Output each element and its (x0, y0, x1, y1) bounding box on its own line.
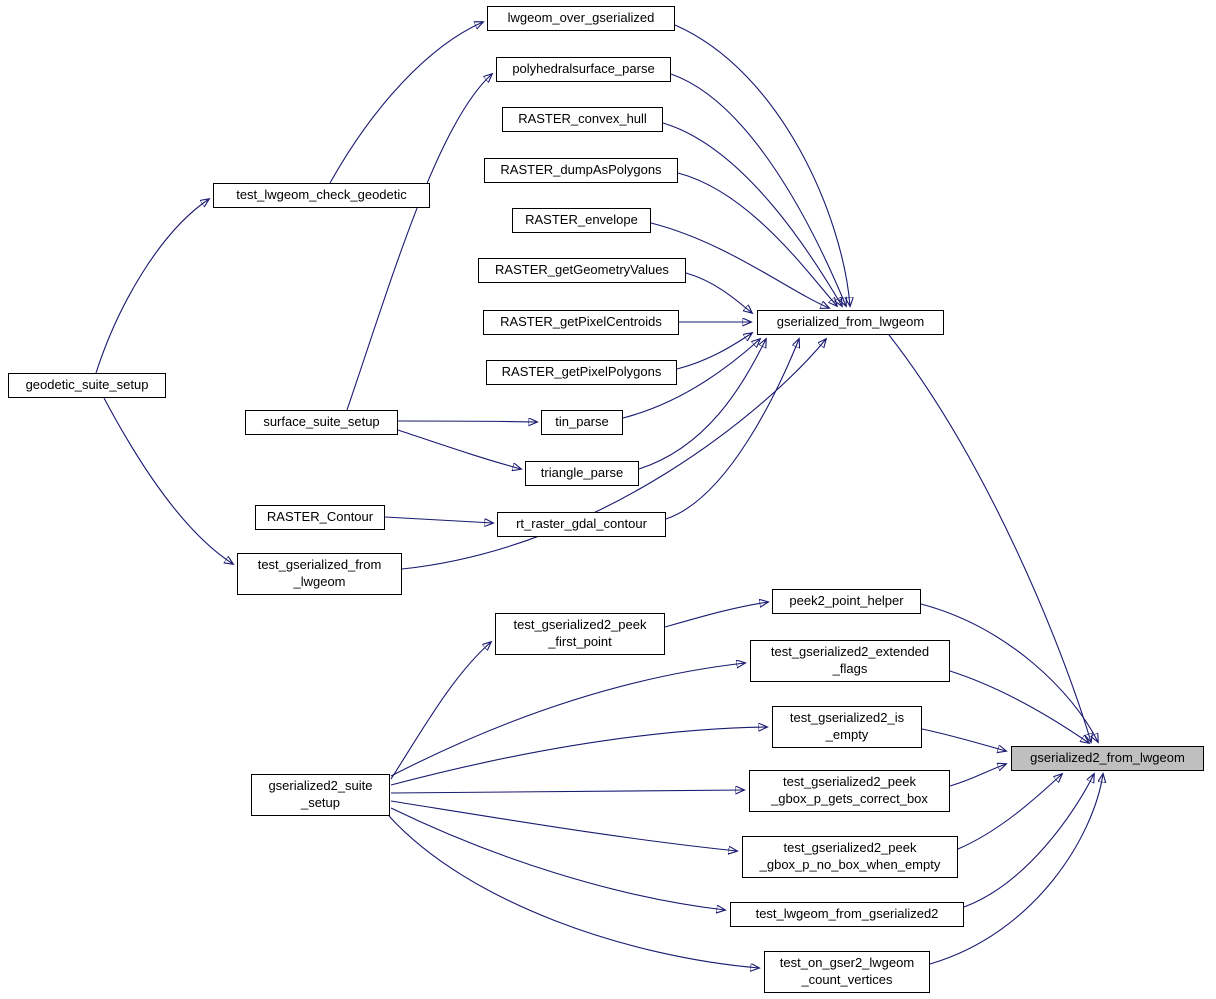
edge-test_gserialized2_peek_gbox_p_gets_correct_box-to-gserialized2_from_lwgeom (949, 764, 1006, 787)
edge-surface_suite_setup-to-tin_parse (397, 421, 537, 422)
node-test_lwgeom_from_gserialized2[interactable]: test_lwgeom_from_gserialized2 (730, 902, 964, 927)
edge-gserialized2_suite_setup-to-test_on_gser2_lwgeom_count_vertices (388, 815, 759, 968)
node-test_gserialized2_is_empty[interactable]: test_gserialized2_is _empty (772, 706, 922, 748)
node-test_gserialized2_extended_flags[interactable]: test_gserialized2_extended _flags (750, 640, 950, 682)
edge-test_gserialized2_peek_first_point-to-peek2_point_helper (664, 602, 768, 628)
edge-geodetic_suite_setup-to-test_gserialized_from_lwgeom (103, 397, 233, 564)
edge-geodetic_suite_setup-to-test_lwgeom_check_geodetic (95, 199, 209, 374)
edge-RASTER_Contour-to-rt_raster_gdal_contour (384, 516, 493, 523)
node-RASTER_envelope[interactable]: RASTER_envelope (512, 208, 651, 233)
edge-polyhedralsurface_parse-to-gserialized_from_lwgeom (670, 73, 846, 306)
edge-gserialized2_suite_setup-to-test_gserialized2_extended_flags (390, 663, 745, 777)
edge-lwgeom_over_gserialized-to-gserialized_from_lwgeom (674, 24, 850, 306)
node-test_gserialized_from_lwgeom[interactable]: test_gserialized_from _lwgeom (237, 553, 402, 595)
node-geodetic_suite_setup[interactable]: geodetic_suite_setup (8, 373, 166, 398)
edge-RASTER_getPixelPolygons-to-gserialized_from_lwgeom (676, 333, 752, 370)
edge-RASTER_getGeometryValues-to-gserialized_from_lwgeom (685, 272, 752, 313)
edge-RASTER_convex_hull-to-gserialized_from_lwgeom (662, 122, 842, 306)
node-lwgeom_over_gserialized[interactable]: lwgeom_over_gserialized (487, 6, 675, 31)
edge-gserialized2_suite_setup-to-test_gserialized2_peek_gbox_p_no_box_when_empty (390, 800, 737, 851)
node-peek2_point_helper[interactable]: peek2_point_helper (772, 589, 921, 614)
edge-test_gserialized2_extended_flags-to-gserialized2_from_lwgeom (949, 670, 1089, 743)
node-polyhedralsurface_parse[interactable]: polyhedralsurface_parse (496, 57, 671, 82)
edge-surface_suite_setup-to-polyhedralsurface_parse (346, 74, 492, 411)
edge-test_lwgeom_check_geodetic-to-lwgeom_over_gserialized (329, 22, 483, 184)
edge-test_gserialized2_peek_gbox_p_no_box_when_empty-to-gserialized2_from_lwgeom (957, 774, 1062, 850)
node-test_lwgeom_check_geodetic[interactable]: test_lwgeom_check_geodetic (213, 183, 430, 208)
node-gserialized_from_lwgeom[interactable]: gserialized_from_lwgeom (757, 310, 944, 335)
edge-gserialized2_suite_setup-to-test_lwgeom_from_gserialized2 (390, 807, 725, 910)
edge-test_gserialized2_is_empty-to-gserialized2_from_lwgeom (921, 728, 1006, 751)
node-gserialized2_suite_setup[interactable]: gserialized2_suite _setup (251, 774, 390, 816)
node-RASTER_getGeometryValues[interactable]: RASTER_getGeometryValues (478, 258, 686, 283)
node-test_gserialized2_peek_gbox_p_gets_correct_box[interactable]: test_gserialized2_peek _gbox_p_gets_corr… (749, 770, 950, 812)
edge-surface_suite_setup-to-triangle_parse (397, 429, 521, 469)
edge-RASTER_dumpAsPolygons-to-gserialized_from_lwgeom (677, 172, 837, 306)
edge-triangle_parse-to-gserialized_from_lwgeom (638, 339, 766, 470)
node-triangle_parse[interactable]: triangle_parse (525, 461, 639, 486)
node-gserialized2_from_lwgeom: gserialized2_from_lwgeom (1011, 746, 1204, 771)
node-RASTER_getPixelPolygons[interactable]: RASTER_getPixelPolygons (486, 360, 677, 385)
node-test_gserialized2_peek_first_point[interactable]: test_gserialized2_peek _first_point (495, 613, 665, 655)
node-surface_suite_setup[interactable]: surface_suite_setup (245, 410, 398, 435)
node-rt_raster_gdal_contour[interactable]: rt_raster_gdal_contour (497, 512, 666, 537)
edge-gserialized2_suite_setup-to-test_gserialized2_peek_gbox_p_gets_correct_box (390, 790, 744, 793)
node-RASTER_getPixelCentroids[interactable]: RASTER_getPixelCentroids (483, 310, 679, 335)
edge-test_lwgeom_from_gserialized2-to-gserialized2_from_lwgeom (963, 774, 1094, 908)
node-RASTER_dumpAsPolygons[interactable]: RASTER_dumpAsPolygons (484, 158, 678, 183)
node-RASTER_convex_hull[interactable]: RASTER_convex_hull (502, 107, 663, 132)
edge-rt_raster_gdal_contour-to-gserialized_from_lwgeom (665, 339, 799, 520)
node-test_gserialized2_peek_gbox_p_no_box_when_empty[interactable]: test_gserialized2_peek _gbox_p_no_box_wh… (742, 836, 958, 878)
edge-gserialized2_suite_setup-to-test_gserialized2_is_empty (390, 727, 767, 786)
edge-gserialized2_suite_setup-to-test_gserialized2_peek_first_point (390, 642, 491, 780)
node-test_on_gser2_lwgeom_count_vertices[interactable]: test_on_gser2_lwgeom _count_vertices (764, 951, 930, 993)
node-RASTER_Contour[interactable]: RASTER_Contour (255, 505, 385, 530)
node-tin_parse[interactable]: tin_parse (541, 410, 623, 435)
